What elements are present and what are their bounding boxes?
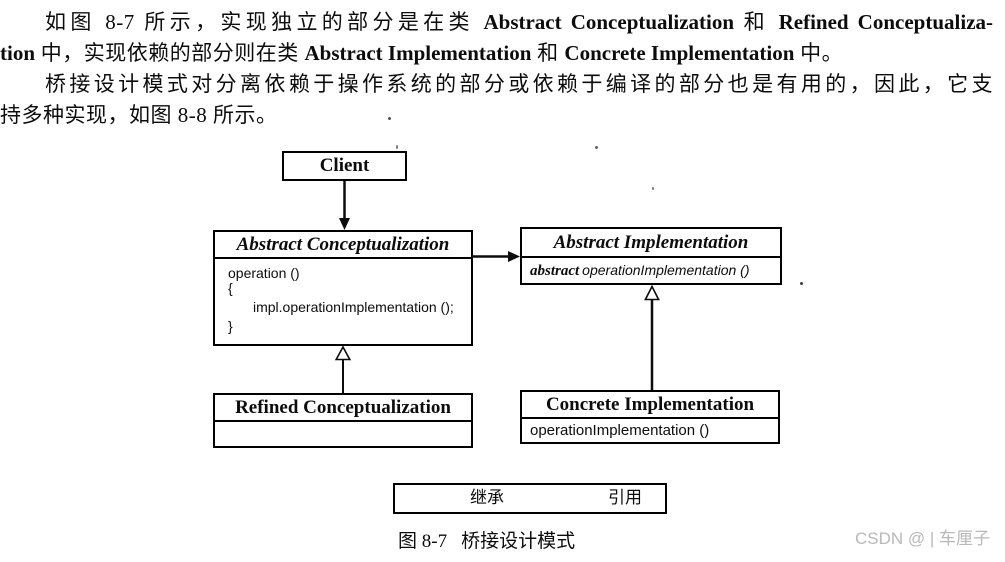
class-name-text: Refined Conceptualiza- bbox=[778, 10, 994, 34]
class-title-refined-conceptualization: Refined Conceptualization bbox=[215, 395, 471, 422]
body-text: 中。 bbox=[794, 41, 844, 65]
paragraph-line-3: 桥接设计模式对分离依赖于操作系统的部分或依赖于编译的部分也是有用的，因此，它支 bbox=[45, 69, 993, 100]
class-title-abstract-conceptualization: Abstract Conceptualization bbox=[215, 232, 471, 259]
watermark: CSDN @ | 车厘子 bbox=[854, 529, 990, 548]
paragraph-line-2: tion 中，实现依赖的部分则在类 Abstract Implementatio… bbox=[0, 38, 843, 69]
refined-inheritance-arrow bbox=[334, 345, 352, 393]
code-line-impl-call: impl.operationImplementation (); bbox=[253, 299, 454, 315]
code-line-close-brace: } bbox=[228, 318, 233, 334]
class-title-concrete-implementation: Concrete Implementation bbox=[522, 392, 778, 419]
legend-reference-label: 引用 bbox=[608, 488, 642, 507]
scan-speck bbox=[595, 146, 598, 149]
class-title-abstract-implementation: Abstract Implementation bbox=[522, 229, 780, 258]
body-text: 和 bbox=[734, 10, 779, 34]
scan-speck bbox=[800, 282, 803, 285]
abstract-keyword: abstract bbox=[530, 263, 580, 279]
paragraph-line-4: 持多种实现，如图 8-8 所示。 bbox=[0, 100, 278, 131]
class-name-text: Abstract Implementation bbox=[304, 41, 532, 65]
code-line-open-brace: { bbox=[228, 280, 233, 296]
figure-title: 桥接设计模式 bbox=[461, 531, 576, 552]
body-text: 如图 8-7 所示，实现独立的部分是在类 bbox=[45, 10, 484, 34]
class-box-client: Client bbox=[282, 151, 407, 181]
method-operation-implementation: operationImplementation () bbox=[582, 262, 750, 278]
scan-speck bbox=[388, 117, 391, 120]
class-box-concrete-implementation: Concrete Implementation operationImpleme… bbox=[520, 390, 780, 444]
class-box-abstract-conceptualization: Abstract Conceptualization operation () … bbox=[213, 230, 473, 346]
legend-inheritance-label: 继承 bbox=[470, 488, 504, 507]
class-name-text: tion bbox=[0, 41, 36, 65]
figure-number: 图 8-7 bbox=[398, 531, 448, 552]
body-text: 中，实现依赖的部分则在类 bbox=[35, 41, 305, 65]
concrete-inheritance-arrow bbox=[644, 284, 660, 390]
client-reference-arrow bbox=[339, 181, 350, 230]
paragraph-line-1: 如图 8-7 所示，实现独立的部分是在类 Abstract Conceptual… bbox=[45, 7, 993, 38]
code-line-operation: operation () bbox=[228, 265, 300, 281]
body-text: 持多种实现，如图 8-8 所示。 bbox=[0, 103, 278, 127]
scan-speck bbox=[396, 145, 398, 149]
class-body-refined-conceptualization bbox=[215, 422, 471, 448]
scan-speck bbox=[652, 187, 654, 190]
class-name-text: Abstract Conceptualization bbox=[483, 10, 735, 34]
body-text: 桥接设计模式对分离依赖于操作系统的部分或依赖于编译的部分也是有用的，因此，它支 bbox=[45, 72, 993, 96]
class-body-abstract-conceptualization: operation () { impl.operationImplementat… bbox=[215, 259, 471, 334]
conceptualization-to-implementation-arrow bbox=[471, 251, 520, 262]
class-box-refined-conceptualization: Refined Conceptualization bbox=[213, 393, 473, 448]
legend-box bbox=[393, 483, 667, 514]
body-text: 和 bbox=[531, 41, 565, 65]
figure-caption: 图 8-7 桥接设计模式 bbox=[398, 530, 575, 553]
class-name-text: Concrete Implementation bbox=[564, 41, 795, 65]
class-title-client: Client bbox=[319, 155, 370, 176]
class-body-concrete-implementation: operationImplementation () bbox=[530, 422, 710, 439]
